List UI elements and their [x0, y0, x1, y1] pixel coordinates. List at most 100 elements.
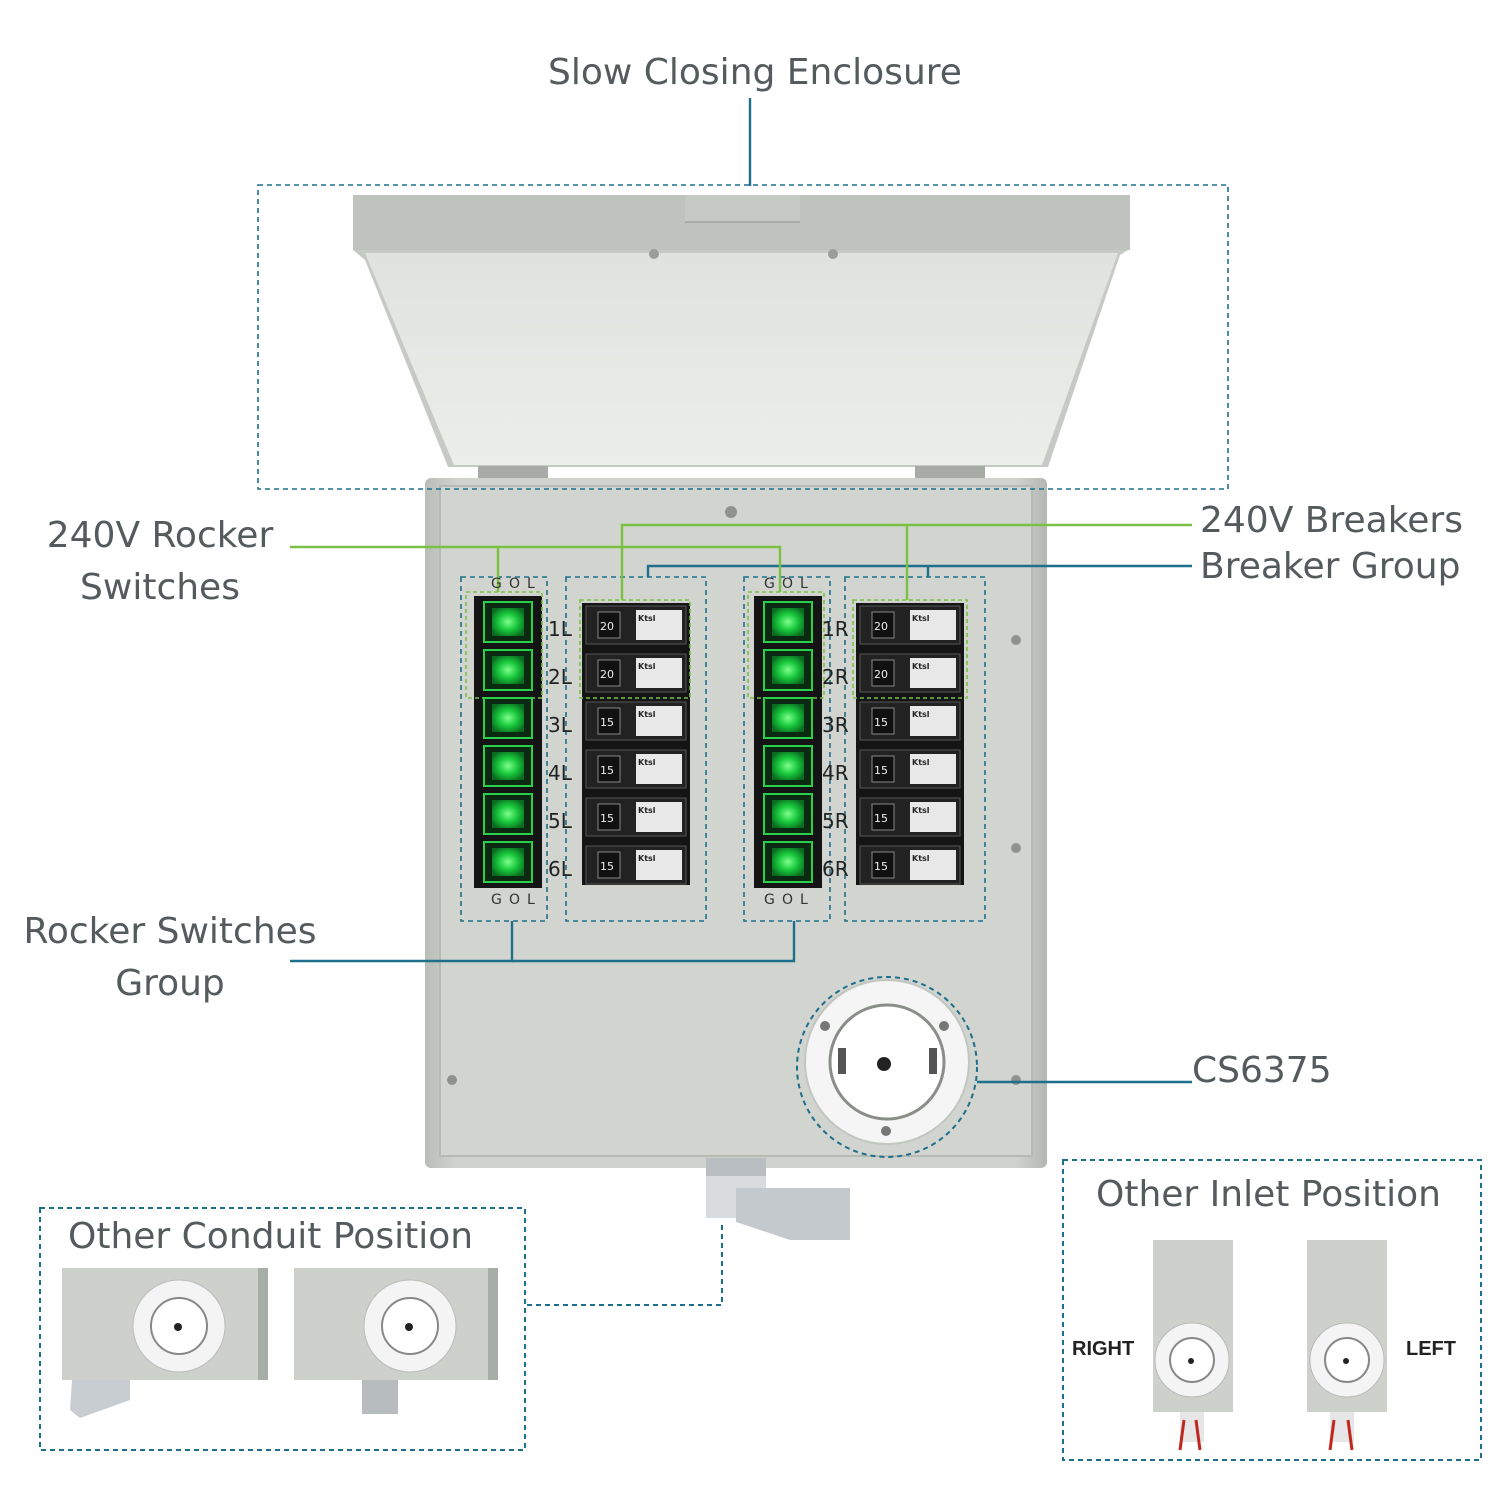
breaker-label-plate-3r: [910, 706, 956, 736]
rocker-240v-leader-line: [290, 545, 782, 592]
breaker-label-plate-1l: [636, 610, 682, 640]
breaker-label-plate-6l: [636, 850, 682, 880]
breaker-label-plate-3l: [636, 706, 682, 736]
inlet-thumbnail-left: [1307, 1240, 1387, 1451]
inlet-left-label: LEFT: [1406, 1338, 1456, 1360]
left-rocker-switch-column: [474, 596, 542, 888]
breaker-label-plate-4r: [910, 754, 956, 784]
switch-header-left-bottom-l: L: [527, 892, 535, 908]
switch-header-right-bottom-l: L: [800, 892, 808, 908]
breaker-rating-6l: 15: [600, 860, 614, 873]
switch-header-right-bottom-g: G: [764, 892, 775, 908]
circuit-label-3l: 3L: [548, 713, 573, 737]
circuit-label-2l: 2L: [548, 665, 573, 689]
enclosure-callout-label: Slow Closing Enclosure: [548, 52, 962, 93]
breaker-brand-2r: Ktsl: [912, 662, 930, 671]
breaker-handle-5r: [871, 803, 895, 831]
switch-header-right-bottom-o: O: [782, 892, 793, 908]
inlet-box-title: Other Inlet Position: [1096, 1174, 1441, 1215]
conduit-box-connector: [525, 1225, 723, 1306]
enclosure-lid: [353, 195, 1130, 480]
breaker-rating-3l: 15: [600, 716, 614, 729]
breaker-brand-5r: Ktsl: [912, 806, 930, 815]
breaker-rating-6r: 15: [874, 860, 888, 873]
breaker-handle-4l: [597, 755, 621, 783]
switch-header-left-bottom-g: G: [491, 892, 502, 908]
right-breaker-group-frame: [844, 576, 986, 922]
circuit-label-5r: 5R: [822, 809, 849, 833]
left-breaker-group-frame: [565, 576, 707, 922]
enclosure-callout-frame: [257, 184, 1229, 490]
rocker-switch-glow-2l: [492, 656, 524, 684]
breaker-label-plate-5r: [910, 802, 956, 832]
breaker-label-plate-1r: [910, 610, 956, 640]
rocker-switch-glow-5l: [492, 800, 524, 828]
inlet-thumbnail-right: [1153, 1240, 1233, 1451]
switch-header-right-top-l: L: [800, 576, 808, 592]
breaker-rating-1l: 20: [600, 620, 614, 633]
rocker-group-leader-right: [512, 921, 796, 963]
breaker-handle-1l: [597, 611, 621, 639]
left-240v-breaker-frame: [579, 599, 691, 699]
circuit-label-4r: 4R: [822, 761, 849, 785]
breaker-handle-4r: [871, 755, 895, 783]
circuit-label-6l: 6L: [548, 857, 573, 881]
breaker-label-plate-6r: [910, 850, 956, 880]
breaker-label-plate-5l: [636, 802, 682, 832]
breaker-label-plate-2r: [910, 658, 956, 688]
conduit-thumbnail-side: [62, 1268, 268, 1418]
right-240v-breaker-frame: [852, 599, 968, 699]
circuit-label-4l: 4L: [548, 761, 573, 785]
rocker-switch-glow-1l: [492, 608, 524, 636]
breaker-group-callout-label: Breaker Group: [1200, 546, 1461, 587]
circuit-label-6r: 6R: [822, 857, 849, 881]
breaker-brand-3l: Ktsl: [638, 710, 656, 719]
breaker-rating-5l: 15: [600, 812, 614, 825]
breaker-brand-1l: Ktsl: [638, 614, 656, 623]
breaker-handle-5l: [597, 803, 621, 831]
rocker-240v-callout-line1: 240V Rocker: [46, 515, 274, 556]
breaker-brand-6l: Ktsl: [638, 854, 656, 863]
breaker-handle-3r: [871, 707, 895, 735]
breaker-rating-4r: 15: [874, 764, 888, 777]
switch-header-left-bottom-o: O: [509, 892, 520, 908]
breaker-handle-6r: [871, 851, 895, 879]
breaker-rating-2r: 20: [874, 668, 888, 681]
breaker-brand-2l: Ktsl: [638, 662, 656, 671]
rocker-switch-glow-6r: [772, 848, 804, 876]
right-breaker-column: [856, 603, 964, 885]
left-breaker-column: [582, 603, 690, 885]
breaker-brand-4l: Ktsl: [638, 758, 656, 767]
right-rocker-group-frame: [743, 576, 831, 922]
circuit-label-3r: 3R: [822, 713, 849, 737]
left-rocker-group-frame: [460, 576, 548, 922]
inlet-right-label: RIGHT: [1072, 1338, 1135, 1360]
conduit-thumbnail-bottom: [294, 1268, 498, 1414]
breakers-240v-callout-label: 240V Breakers: [1200, 500, 1463, 541]
circuit-label-2r: 2R: [822, 665, 849, 689]
inlet-box-frame: [1062, 1159, 1482, 1461]
breaker-240v-leader-line: [620, 523, 1192, 600]
breaker-brand-3r: Ktsl: [912, 710, 930, 719]
rocker-switch-glow-3r: [772, 704, 804, 732]
breaker-rating-3r: 15: [874, 716, 888, 729]
breaker-brand-5l: Ktsl: [638, 806, 656, 815]
breaker-label-plate-2l: [636, 658, 682, 688]
rocker-switch-glow-4r: [772, 752, 804, 780]
breaker-rating-5r: 15: [874, 812, 888, 825]
breaker-brand-4r: Ktsl: [912, 758, 930, 767]
conduit-box-title: Other Conduit Position: [68, 1216, 474, 1257]
breaker-label-plate-4l: [636, 754, 682, 784]
rocker-group-callout: Rocker Switches Group: [20, 906, 320, 1010]
conduit-box-frame: [39, 1207, 526, 1451]
breaker-brand-1r: Ktsl: [912, 614, 930, 623]
rocker-switch-glow-2r: [772, 656, 804, 684]
circuit-label-1l: 1L: [548, 617, 573, 641]
rocker-240v-callout-line2: Switches: [80, 567, 240, 608]
breaker-handle-6l: [597, 851, 621, 879]
breaker-group-leader-line: [646, 564, 1192, 577]
right-rocker-switch-column: [754, 596, 822, 888]
switch-header-left-top-l: L: [527, 576, 535, 592]
breaker-rating-2l: 20: [600, 668, 614, 681]
